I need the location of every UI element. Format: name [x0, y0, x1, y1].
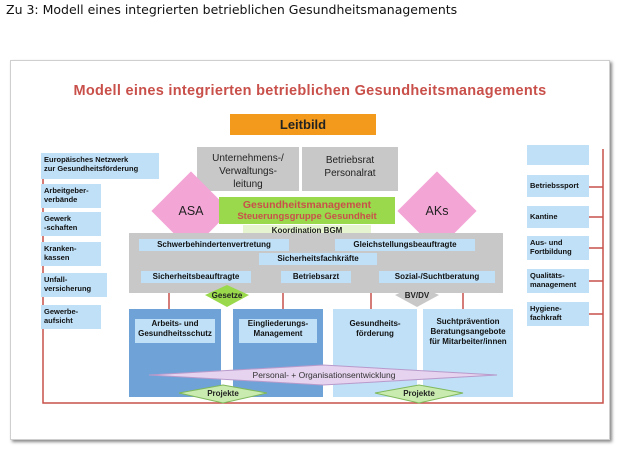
left-3-line-2: -schaften: [44, 223, 78, 232]
right-5-line-2: fachkraft: [530, 313, 562, 322]
right-item-betriebssport: Betriebssport: [527, 175, 589, 197]
gesundheitsmanagement-box: Gesundheitsmanagement Steuerungsgruppe G…: [219, 197, 395, 224]
left-item-europaeisches-netzwerk: Europäisches Netzwerk zur Gesundheitsför…: [41, 153, 159, 179]
mgmt-right-line-2: Personalrat: [324, 168, 376, 179]
projekte-right-label: Projekte: [403, 389, 435, 398]
col4-line-2: Beratungsangebote: [430, 327, 506, 336]
left-item-unfallversicherung: Unfall- versicherung: [41, 273, 107, 297]
col3-line-2: förderung: [356, 329, 394, 338]
koordination-box: Koordination BGM: [243, 225, 371, 236]
left-item-gewerbeaufsicht: Gewerbe- aufsicht: [41, 305, 101, 329]
right-item-hygienefachkraft: Hygiene- fachkraft: [527, 302, 589, 326]
diagram-frame: Modell eines integrierten betrieblichen …: [10, 60, 610, 440]
bvdv-label: BV/DV: [404, 291, 430, 300]
left-1-line-2: zur Gesundheitsförderung: [44, 164, 139, 173]
gesetze-label: Gesetze: [211, 291, 243, 300]
right-3-line-1: Aus- und: [530, 238, 563, 247]
left-4-line-1: Kranken-: [44, 244, 77, 253]
col4-line-3: für Mitarbeiter/innen: [429, 337, 507, 346]
left-item-gewerkschaften: Gewerk -schaften: [41, 212, 101, 236]
caption: Zu 3: Modell eines integrierten betriebl…: [6, 2, 458, 17]
left-6-line-1: Gewerbe-: [44, 307, 79, 316]
left-6-line-2: aufsicht: [44, 316, 73, 325]
projekte-right-shape: [374, 384, 464, 404]
aks-label: AKs: [425, 204, 449, 218]
unternehmensleitung-box: Unternehmens-/ Verwaltungs- leitung: [197, 147, 299, 191]
left-3-line-1: Gewerk: [44, 214, 72, 223]
diagram-title: Modell eines integrierten betrieblichen …: [73, 83, 547, 99]
role-betriebsarzt: Betriebsarzt: [281, 271, 351, 283]
role-sozial-suchtberatung: Sozial-/Suchtberatung: [379, 271, 495, 283]
left-2-line-1: Arbeitgeber-: [44, 186, 89, 195]
right-item-aus-fortbildung: Aus- und Fortbildung: [527, 236, 589, 260]
left-4-line-2: kassen: [44, 253, 70, 262]
right-2-line-1: Kantine: [530, 212, 558, 221]
role-schwerbehindertenvertretung: Schwerbehindertenvertretung: [139, 239, 289, 251]
gm-line-1: Gesundheitsmanagement: [242, 199, 372, 211]
personal-entwicklung-label: Personal- + Organisationsentwicklung: [252, 370, 396, 380]
mgmt-left-line-3: leitung: [233, 179, 263, 190]
col1-line-1: Arbeits- und: [151, 319, 199, 328]
small-diamonds: [205, 285, 439, 307]
gesetze-diamond: [205, 285, 249, 307]
right-3-line-2: Fortbildung: [530, 247, 572, 256]
gm-line-2: Steuerungsgruppe Gesundheit: [237, 211, 377, 222]
right-5-line-1: Hygiene-: [530, 304, 562, 313]
mgmt-right-line-1: Betriebsrat: [325, 155, 375, 166]
right-item-kantine: Kantine: [527, 206, 589, 228]
column-suchtpraevention: [423, 309, 513, 397]
column-eingliederung-label: Eingliederungs- Management: [239, 319, 317, 343]
role-sicherheitsbeauftragte: Sicherheitsbeauftragte: [141, 271, 251, 283]
asa-label: ASA: [178, 204, 204, 218]
left-spine-line: [42, 156, 179, 404]
column-gesundheitsfoerderung-label: Gesundheits- förderung: [337, 319, 413, 343]
right-item-qualitaetsmanagement: Qualitäts- management: [527, 269, 589, 293]
leitbild-box: Leitbild: [230, 114, 376, 135]
bottom-shapes: [148, 364, 498, 404]
projekte-left-label: Projekte: [207, 389, 239, 398]
col3-line-1: Gesundheits-: [349, 319, 401, 328]
left-5-line-2: versicherung: [44, 284, 92, 293]
bvdv-diamond: [395, 285, 439, 307]
left-item-arbeitgeberverbaende: Arbeitgeber- verbände: [41, 184, 101, 208]
left-5-line-1: Unfall-: [44, 275, 68, 284]
column-suchtpraevention-label: Suchtprävention Beratungsangebote für Mi…: [425, 317, 511, 349]
projekte-left-shape: [178, 384, 268, 404]
mgmt-left-line-2: Verwaltungs-: [219, 166, 277, 177]
col4-line-1: Suchtprävention: [436, 317, 500, 326]
right-4-line-2: management: [530, 280, 577, 289]
right-spine-line: [427, 149, 604, 404]
betriebsrat-box: Betriebsrat Personalrat: [302, 147, 398, 191]
col1-line-2: Gesundheitsschutz: [138, 329, 212, 338]
left-2-line-2: verbände: [44, 195, 78, 204]
col2-line-1: Eingliederungs-: [247, 319, 309, 328]
right-4-line-1: Qualitäts-: [530, 271, 565, 280]
role-sicherheitsfachkraefte: Sicherheitsfachkräfte: [259, 253, 377, 265]
left-item-krankenkassen: Kranken- kassen: [41, 242, 101, 266]
right-item-blank: [527, 145, 589, 165]
left-1-line-1: Europäisches Netzwerk: [44, 155, 129, 164]
col2-line-2: Management: [253, 329, 303, 338]
personal-entwicklung-shape: [148, 364, 498, 386]
column-arbeitsschutz-label: Arbeits- und Gesundheitsschutz: [135, 319, 215, 343]
mgmt-left-line-1: Unternehmens-/: [212, 153, 284, 164]
role-gleichstellungsbeauftragte: Gleichstellungsbeauftragte: [335, 239, 475, 251]
right-1-line-1: Betriebssport: [530, 181, 579, 190]
